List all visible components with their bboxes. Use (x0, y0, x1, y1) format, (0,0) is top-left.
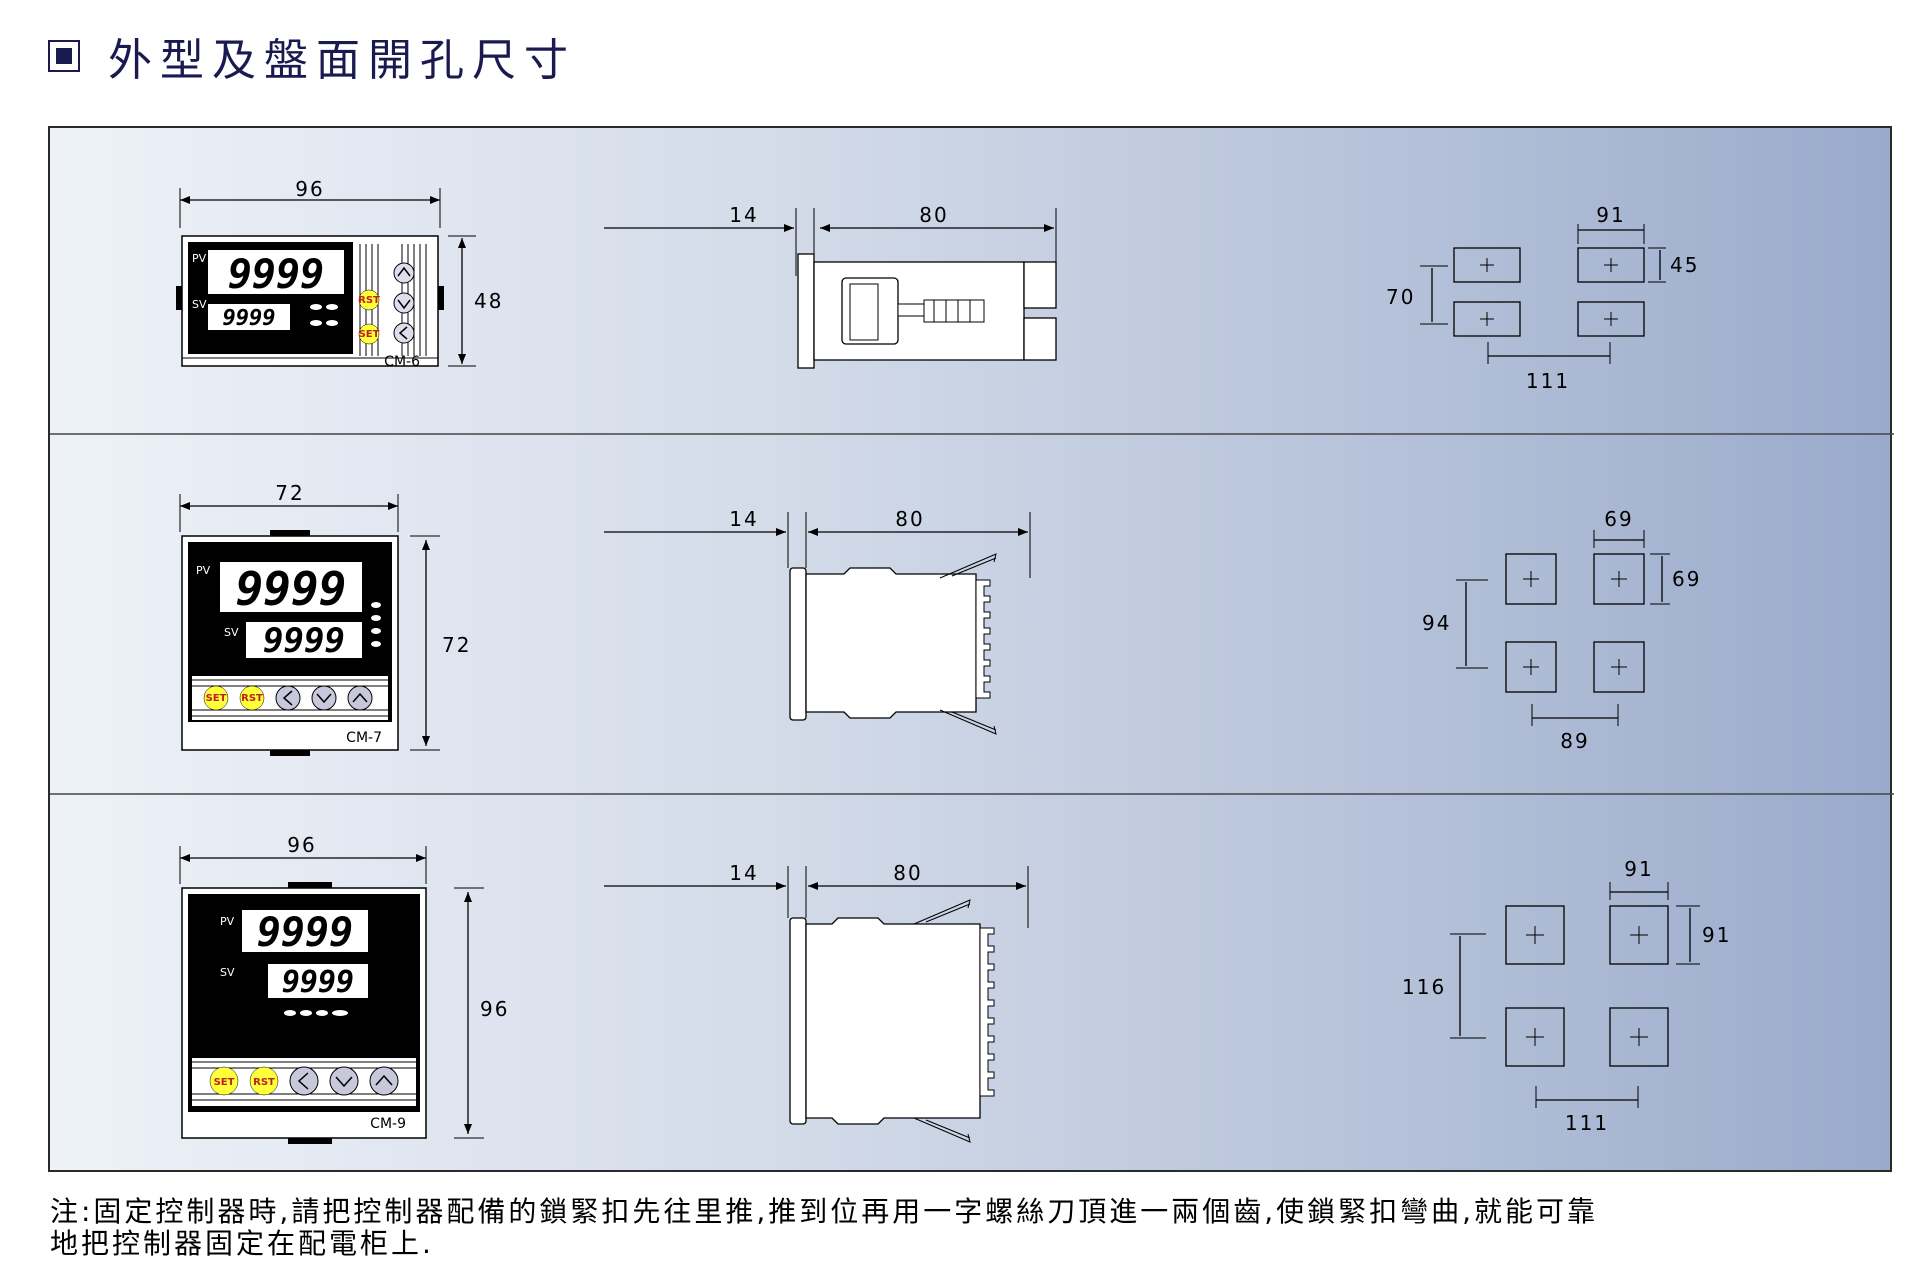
rst-button-label: RST (241, 693, 263, 704)
front-height-dim: 48 (474, 289, 503, 313)
cutout-hpitch-dim: 111 (1565, 1111, 1609, 1135)
model-label: CM-6 (384, 354, 420, 370)
set-button (209, 1066, 239, 1096)
rst-button (249, 1066, 279, 1096)
cutout-hpitch-dim: 111 (1526, 369, 1570, 393)
side-view-cm9: 14 80 (604, 861, 1029, 1143)
front-width-dim: 96 (295, 177, 324, 201)
pv-display: 9999 (257, 910, 353, 956)
rst-button-label: RST (358, 295, 380, 306)
sv-display: 9999 (282, 965, 354, 1000)
side-view-cm6: 14 80 (604, 203, 1057, 369)
installation-note: 注:固定控制器時,請把控制器配備的鎖緊扣先往里推,推到位再用一字螺絲刀頂進一兩個… (50, 1196, 1890, 1260)
pv-label: PV (192, 252, 207, 265)
sv-label: SV (224, 626, 239, 639)
diagram-svg: 96 PV SV 9999 9999 RST SET CM-6 (50, 177, 1894, 1144)
cutout-view-cm7: 69 69 94 89 (1422, 507, 1701, 753)
side-depth-dim: 80 (919, 203, 948, 227)
set-button (358, 323, 380, 345)
cutout-width-dim: 69 (1604, 507, 1633, 531)
cutout-vpitch-dim: 70 (1386, 285, 1415, 309)
left-arrow-icon (393, 322, 415, 344)
pv-display: 9999 (236, 562, 347, 616)
section-header: 外型及盤面開孔尺寸 (48, 30, 576, 86)
rst-button (358, 289, 380, 311)
pv-display: 9999 (228, 252, 324, 298)
note-line-1: 注:固定控制器時,請把控制器配備的鎖緊扣先往里推,推到位再用一字螺絲刀頂進一兩個… (50, 1195, 1599, 1228)
front-height-dim: 72 (442, 633, 471, 657)
down-arrow-icon (311, 685, 337, 711)
side-front-depth-dim: 14 (729, 861, 758, 885)
front-width-dim: 72 (275, 481, 304, 505)
model-label: CM-9 (370, 1116, 406, 1132)
cutout-view-cm9: 91 91 116 111 (1402, 857, 1731, 1135)
sv-label: SV (192, 298, 207, 311)
set-button-label: SET (359, 329, 380, 340)
page-title: 外型及盤面開孔尺寸 (108, 35, 576, 86)
cutout-height-dim: 91 (1702, 923, 1731, 947)
square-bullet-icon (48, 40, 80, 72)
pv-label: PV (196, 564, 211, 577)
cutout-view-cm6: 91 45 70 111 (1386, 203, 1699, 393)
cutout-hpitch-dim: 89 (1560, 729, 1589, 753)
rst-button-label: RST (253, 1077, 275, 1088)
cutout-height-dim: 45 (1670, 253, 1699, 277)
sv-display: 9999 (263, 621, 345, 661)
set-button-label: SET (214, 1077, 235, 1088)
pv-label: PV (220, 915, 235, 928)
left-arrow-icon (289, 1066, 319, 1096)
front-view-cm6: 96 PV SV 9999 9999 RST SET CM-6 (176, 177, 503, 370)
side-front-depth-dim: 14 (729, 507, 758, 531)
cutout-width-dim: 91 (1596, 203, 1625, 227)
up-arrow-icon (369, 1066, 399, 1096)
side-front-depth-dim: 14 (729, 203, 758, 227)
set-button (203, 685, 229, 711)
front-view-cm7: 72 PV SV 9999 9999 SET RST CM-7 72 (179, 481, 471, 756)
cutout-width-dim: 91 (1624, 857, 1653, 881)
sv-display: 9999 (223, 306, 276, 331)
up-arrow-icon (347, 685, 373, 711)
sv-label: SV (220, 966, 235, 979)
side-depth-dim: 80 (895, 507, 924, 531)
model-label: CM-7 (346, 730, 382, 746)
dimension-diagram-panel: 96 PV SV 9999 9999 RST SET CM-6 (48, 126, 1894, 1172)
up-arrow-icon (393, 262, 415, 284)
left-arrow-icon (275, 685, 301, 711)
front-height-dim: 96 (480, 997, 509, 1021)
down-arrow-icon (329, 1066, 359, 1096)
cutout-height-dim: 69 (1672, 567, 1701, 591)
set-button-label: SET (206, 693, 227, 704)
cutout-vpitch-dim: 116 (1402, 975, 1446, 999)
side-depth-dim: 80 (893, 861, 922, 885)
rst-button (239, 685, 265, 711)
front-width-dim: 96 (287, 833, 316, 857)
note-line-2: 地把控制器固定在配電柜上. (50, 1227, 434, 1260)
cutout-vpitch-dim: 94 (1422, 611, 1451, 635)
down-arrow-icon (393, 292, 415, 314)
front-view-cm9: 96 PV SV 9999 9999 SET RST CM-9 96 (179, 833, 509, 1144)
side-view-cm7: 14 80 (604, 507, 1031, 735)
